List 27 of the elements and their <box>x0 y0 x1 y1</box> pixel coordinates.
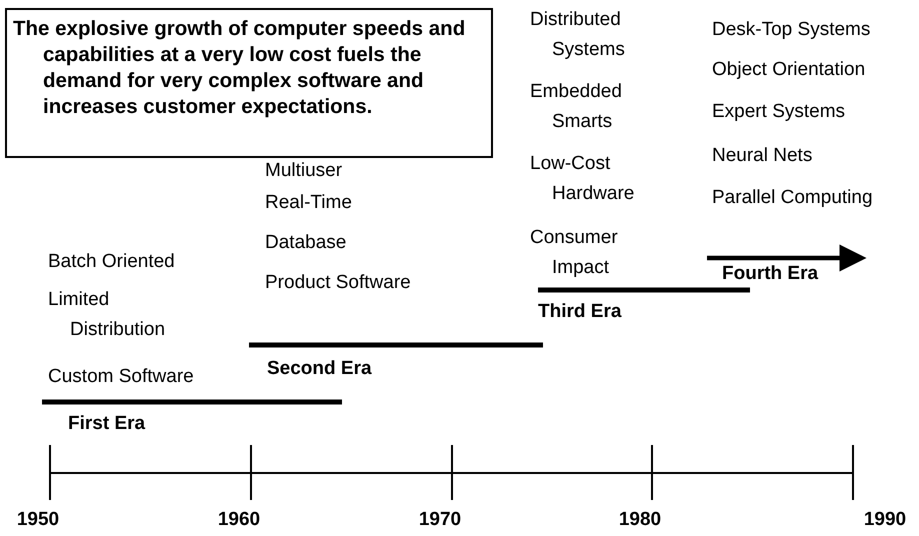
era-label: Second Era <box>267 358 372 380</box>
year-label: 1960 <box>218 509 260 531</box>
era-label: Fourth Era <box>722 263 818 285</box>
feature-label: Product Software <box>265 272 411 294</box>
year-label: 1980 <box>618 509 662 531</box>
feature-label: Custom Software <box>48 366 194 388</box>
feature-label: Real-Time <box>265 192 352 214</box>
statement-text: The explosive growth of computer speeds and capabilities at a very low cost fuels the demand for very complex software and increases customer expectations. <box>13 16 466 120</box>
feature-label: Batch Oriented <box>48 251 175 273</box>
feature-label: Embedded Smarts <box>530 80 623 134</box>
feature-label: Database <box>265 232 346 254</box>
text-box <box>5 8 493 158</box>
feature-label: Neural Nets <box>712 145 812 167</box>
feature-label: Low-Cost Hardware <box>530 152 636 206</box>
era-label: First Era <box>68 413 146 435</box>
feature-label: Consumer Impact <box>530 226 619 280</box>
feature-label: Desk-Top Systems <box>712 19 870 41</box>
feature-label: Limited Distribution <box>48 288 166 342</box>
year-label: 1990 <box>864 509 906 531</box>
era-label: Third Era <box>538 301 622 323</box>
feature-label: Parallel Computing <box>712 187 873 209</box>
feature-label: Object Orientation <box>712 59 866 81</box>
year-label: 1950 <box>16 509 60 531</box>
feature-label: Multiuser <box>265 160 342 182</box>
feature-label: Distributed Systems <box>530 8 626 62</box>
year-label: 1970 <box>418 509 462 531</box>
feature-label: Expert Systems <box>712 101 846 123</box>
